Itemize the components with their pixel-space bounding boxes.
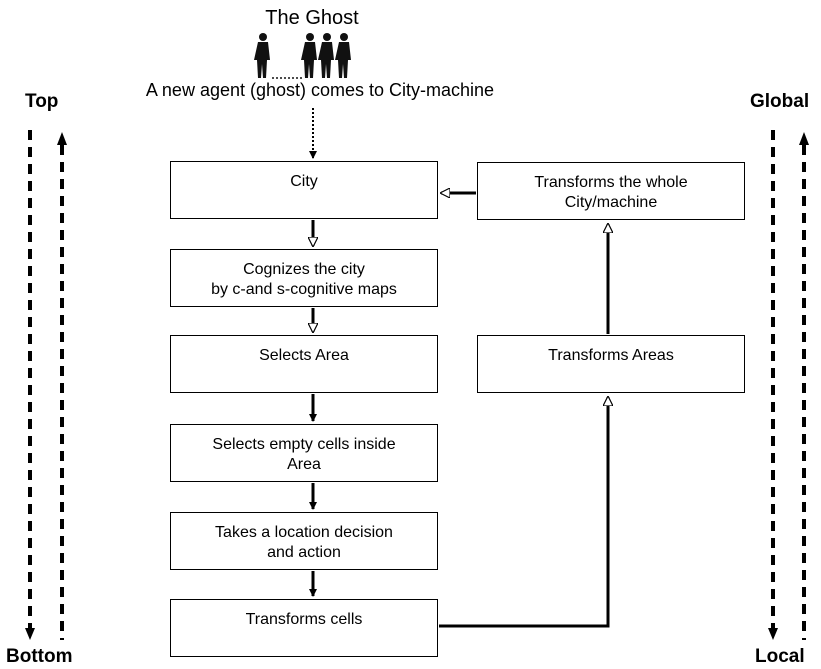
agent-figure-3 bbox=[335, 33, 351, 78]
transforms-whole-box-label: Transforms the whole City/machine bbox=[534, 174, 688, 211]
city-box-label: City bbox=[290, 173, 318, 190]
agent-figure-2 bbox=[318, 33, 334, 78]
transforms-cells-box: Transforms cells bbox=[170, 599, 438, 657]
selects-cells-box-label: Selects empty cells inside Area bbox=[212, 436, 396, 473]
top-bottom-down-arrowhead bbox=[25, 628, 35, 640]
city-box: City bbox=[170, 161, 438, 219]
selects-area-box: Selects Area bbox=[170, 335, 438, 393]
selects-cells-box: Selects empty cells inside Area bbox=[170, 424, 438, 482]
transforms-areas-box-label: Transforms Areas bbox=[548, 347, 674, 364]
global-label: Global bbox=[750, 91, 810, 112]
cells-to-areas-arrow bbox=[439, 397, 608, 628]
bottom-label: Bottom bbox=[6, 646, 73, 667]
ghost-figure bbox=[254, 33, 270, 78]
diagram-subtitle: A new agent (ghost) comes to City-machin… bbox=[145, 80, 495, 100]
local-label: Local bbox=[755, 646, 805, 667]
cognizes-box: Cognizes the city by c-and s-cognitive m… bbox=[170, 249, 438, 307]
diagram-title: The Ghost bbox=[265, 7, 359, 29]
top-label: Top bbox=[25, 91, 59, 112]
transforms-areas-box: Transforms Areas bbox=[477, 335, 745, 393]
takes-decision-box-label: Takes a location decision and action bbox=[215, 524, 393, 561]
local-global-up-arrowhead bbox=[799, 132, 809, 145]
bottom-top-up-arrowhead bbox=[57, 132, 67, 145]
transforms-cells-box-label: Transforms cells bbox=[245, 611, 363, 628]
selects-area-box-label: Selects Area bbox=[259, 347, 349, 364]
global-local-down-arrowhead bbox=[768, 628, 778, 640]
cognizes-box-label: Cognizes the city by c-and s-cognitive m… bbox=[211, 261, 397, 298]
takes-decision-box: Takes a location decision and action bbox=[170, 512, 438, 570]
agent-figure-1 bbox=[301, 33, 317, 78]
transforms-whole-box: Transforms the whole City/machine bbox=[477, 162, 745, 220]
